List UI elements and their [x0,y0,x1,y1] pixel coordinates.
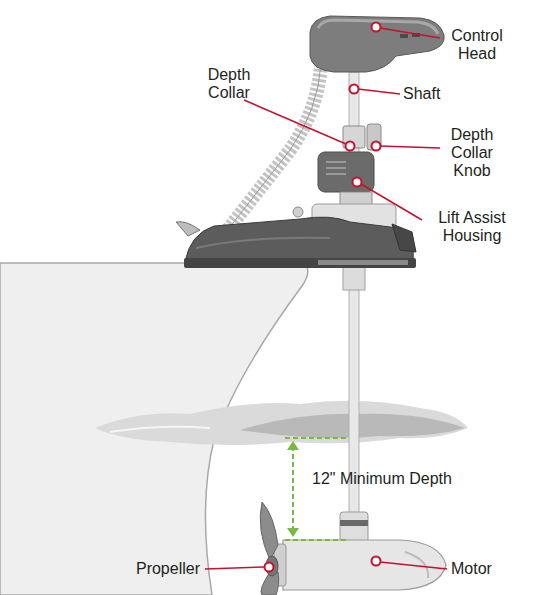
callout-marker [372,557,381,566]
callout-marker [372,23,381,32]
propeller-blade [260,502,278,560]
callout-marker [350,85,359,94]
dimension-arrowhead [287,441,299,450]
leader-line [361,184,422,220]
part-label: Lift Assist Housing [420,209,524,245]
mount-base [185,217,413,262]
part-label: Propeller [120,560,200,578]
leader-line [380,562,447,569]
control-head-highlight [318,20,438,34]
housing-vent [326,173,346,175]
shaft-collar [343,266,365,290]
leader-line [244,100,346,144]
part-label: Depth Collar [188,66,270,102]
callout-marker [372,142,381,151]
callout-marker [265,563,274,572]
callout-marker [353,178,362,187]
part-label: Motor [451,560,531,578]
motor-body [283,540,446,590]
callout-marker [346,142,355,151]
control-head [310,16,444,72]
dimension-label: 12" Minimum Depth [312,470,512,488]
water-highlight [110,427,210,432]
mount-plate-edge [318,260,408,265]
mount-plate [184,258,416,268]
motor-neck-ring [340,520,368,526]
motor-neck [340,512,368,542]
part-label: Shaft [403,85,483,103]
leader-line [380,28,440,38]
leader-line [205,567,265,569]
mount-knob [293,207,303,217]
part-label: Depth Collar Knob [440,126,504,180]
mount-lever [392,224,416,252]
leader-line [358,89,400,94]
housing-vent [326,167,346,169]
depth-collar-knob [367,124,381,150]
control-button [400,34,408,38]
water-surface [95,401,468,445]
depth-guide-line [285,437,347,439]
part-label: Control Head [438,27,516,63]
depth-dimension-line [292,446,294,532]
mount-contour [196,238,330,248]
housing-vent [326,161,346,163]
depth-guide-line [285,539,347,541]
dimension-arrowhead [287,528,299,537]
mount-fin [176,222,200,236]
leader-line [380,146,440,148]
